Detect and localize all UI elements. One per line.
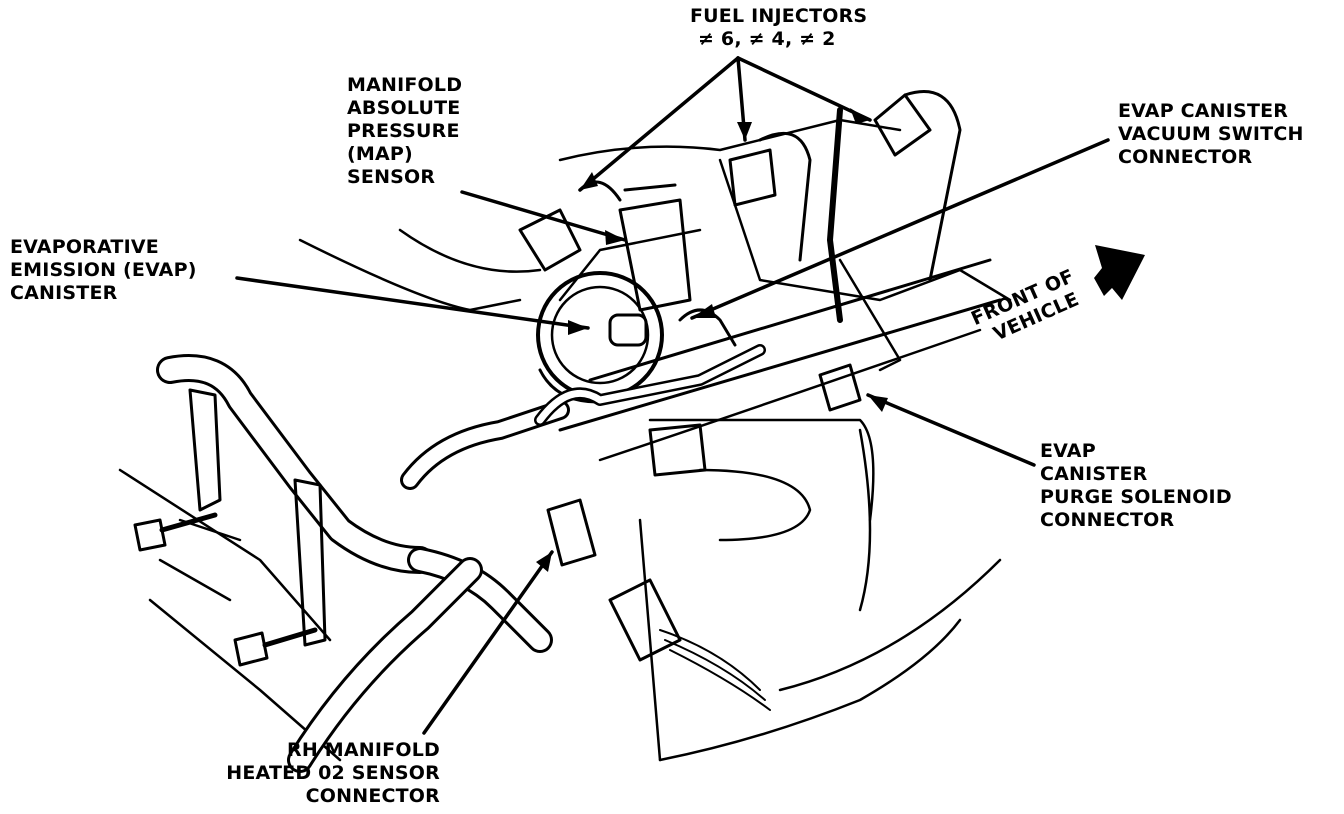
bolts (133, 512, 318, 667)
label-evap-canister: EVAPORATIVE EMISSION (EVAP) CANISTER (10, 236, 197, 304)
label-evap-vacuum-switch: EVAP CANISTER VACUUM SWITCH CONNECTOR (1118, 100, 1304, 168)
label-evap-purge-solenoid: EVAP CANISTER PURGE SOLENOID CONNECTOR (1040, 440, 1232, 531)
mounting-brackets (188, 388, 327, 647)
label-rh-o2-sensor: RH MANIFOLD HEATED 02 SENSOR CONNECTOR (226, 739, 440, 807)
label-fuel-injectors: FUEL INJECTORS ≠ 6, ≠ 4, ≠ 2 (690, 5, 868, 50)
evap-canister-body (536, 183, 692, 404)
arrowheads (536, 108, 888, 572)
wiring-harness (156, 344, 766, 773)
label-map-sensor: MANIFOLD ABSOLUTE PRESSURE (MAP) SENSOR (347, 74, 463, 188)
leader-lines (235, 56, 1110, 735)
front-arrow-icon (1094, 245, 1145, 300)
connectors (546, 308, 862, 711)
